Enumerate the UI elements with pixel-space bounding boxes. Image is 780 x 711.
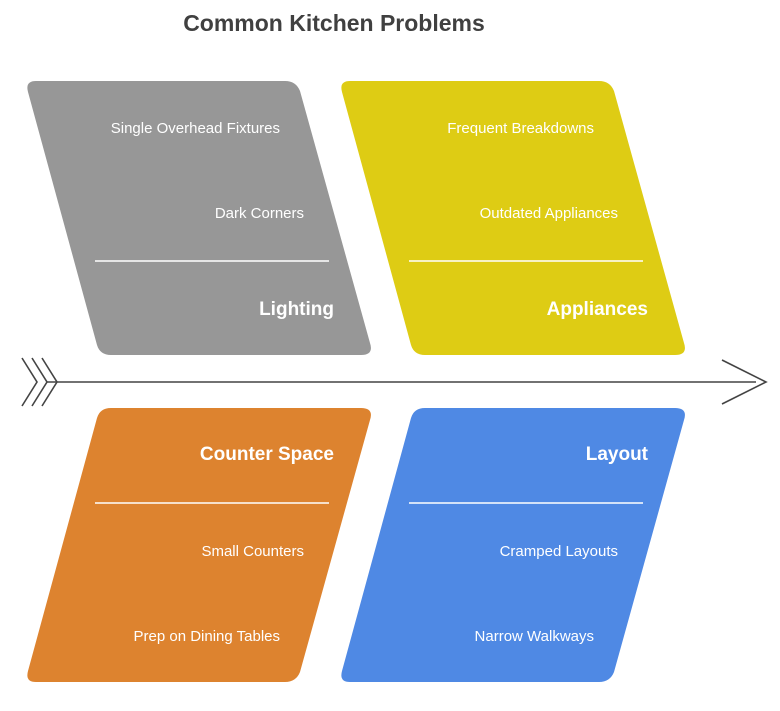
- cause-layout-panel: [341, 408, 685, 682]
- appliances-item-outdated-appliances: Outdated Appliances: [480, 205, 618, 222]
- appliances-label: Appliances: [547, 299, 648, 320]
- layout-label: Layout: [586, 444, 649, 465]
- cause-counter-space: Counter Space Small Counters Prep on Din…: [27, 408, 371, 682]
- counter-space-item-small-counters: Small Counters: [201, 543, 304, 560]
- counter-space-label: Counter Space: [200, 444, 334, 465]
- appliances-item-frequent-breakdowns: Frequent Breakdowns: [447, 120, 594, 137]
- counter-space-item-prep-on-dining-tables: Prep on Dining Tables: [134, 628, 280, 645]
- layout-item-narrow-walkways: Narrow Walkways: [475, 628, 594, 645]
- cause-layout: Layout Cramped Layouts Narrow Walkways: [341, 408, 685, 682]
- cause-appliances-panel: [341, 81, 685, 355]
- cause-appliances: Frequent Breakdowns Outdated Appliances …: [341, 81, 685, 355]
- diagram-title: Common Kitchen Problems: [183, 10, 485, 36]
- lighting-label: Lighting: [259, 299, 334, 320]
- cause-lighting-panel: [27, 81, 371, 355]
- cause-lighting: Single Overhead Fixtures Dark Corners Li…: [27, 81, 371, 355]
- spine-arrow: [21, 357, 768, 407]
- cause-counter-space-panel: [27, 408, 371, 682]
- lighting-item-dark-corners: Dark Corners: [215, 205, 304, 222]
- lighting-item-single-overhead-fixtures: Single Overhead Fixtures: [111, 120, 280, 137]
- layout-item-cramped-layouts: Cramped Layouts: [500, 543, 618, 560]
